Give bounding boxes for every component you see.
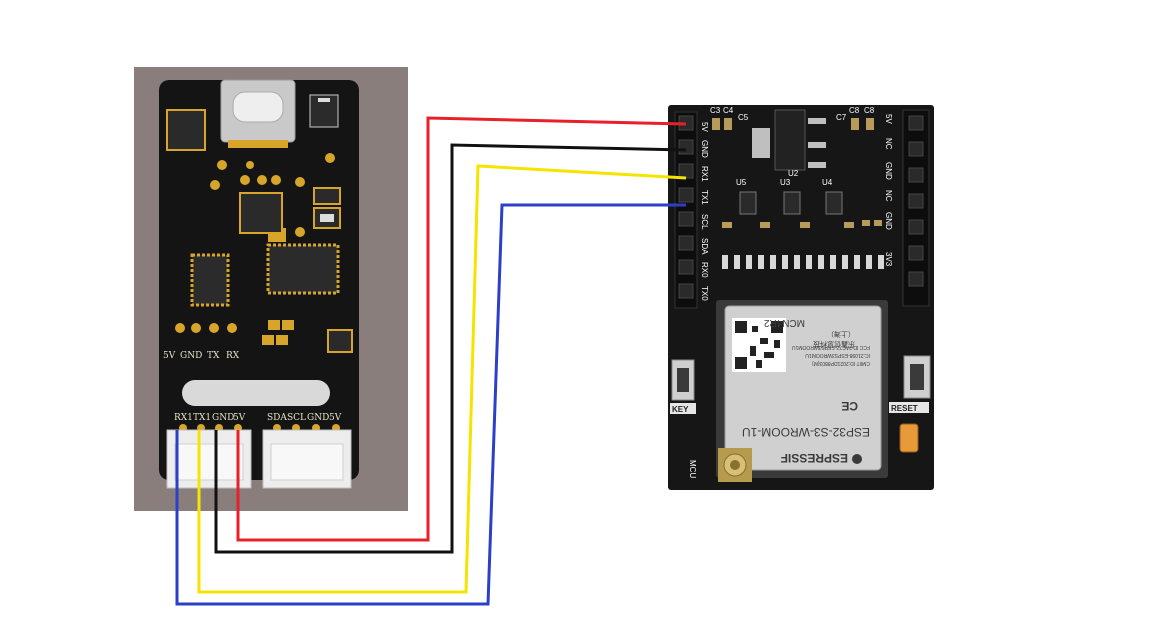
label-u2: U2 (788, 169, 799, 178)
header-label-5v: 5V (163, 351, 176, 361)
voltage-regulator (774, 109, 806, 171)
wire-gnd (214, 143, 687, 554)
mounting-slot (182, 380, 330, 406)
cap-label-c5: C5 (738, 113, 749, 122)
header-pads (175, 323, 237, 333)
led (899, 423, 919, 453)
rpin-label-nc1: NC (884, 138, 893, 150)
cap-label-c8a: C8 (849, 106, 860, 115)
cap-label-c8b: C8 (864, 106, 875, 115)
label-u5: U5 (736, 178, 747, 187)
wires (175, 116, 687, 606)
cap-label-c3: C3 (710, 106, 721, 115)
resistor-row (722, 255, 884, 269)
module-maker-cn: 乐鑫信息科技 (813, 340, 855, 349)
rpin-label-gnd1: GND (884, 162, 893, 180)
cap-label-c7: C7 (836, 113, 847, 122)
module-name: ESP32-S3-WROOM-1U (742, 425, 870, 439)
key-label: KEY (672, 405, 689, 414)
conn2-label-sda: SDA (267, 413, 287, 423)
pin-label-tx0: TX0 (700, 286, 709, 301)
right-header-labels: 5V NC GND NC GND 3V3 (884, 114, 893, 267)
pin-label-tx1: TX1 (700, 190, 709, 205)
label-u3: U3 (780, 178, 791, 187)
pin-label-5v: 5V (700, 122, 709, 132)
reset-button[interactable]: RESET (889, 355, 931, 413)
module-maker-cn2: （上海） (827, 330, 855, 339)
wire-tx (175, 203, 686, 606)
conn2-label-gnd: GND (307, 413, 329, 423)
conn1-label-tx1: TX1 (193, 413, 211, 423)
conn1-label-rx1: RX1 (174, 413, 193, 423)
rpin-label-nc2: NC (884, 190, 893, 202)
rpin-label-3v3: 3V3 (884, 252, 893, 267)
conn2-label-scl: SCL (287, 413, 306, 423)
i2c-connector (262, 424, 352, 489)
key-button[interactable]: KEY (670, 359, 696, 414)
module-brand: ESPRESSIF (781, 451, 848, 465)
left-header-labels: 5V GND RX1 TX1 SCL SDA RX0 TX0 (700, 122, 709, 301)
espressif-logo-icon (852, 454, 862, 464)
conn2-label-5v: 5V (329, 413, 342, 423)
conn1-label-gnd: GND (212, 413, 234, 423)
microcontroller-chip (190, 253, 230, 307)
ic-chip-small (166, 109, 206, 151)
module-cmiit: CMIIT ID:2021DP8803(M) (812, 360, 870, 366)
cap-label-c4: C4 (723, 106, 734, 115)
module-model: MCN4R2 (763, 317, 805, 328)
conn1-label-5v: 5V (233, 413, 246, 423)
header-label-tx: TX (207, 351, 220, 361)
header-label-gnd: GND (180, 351, 202, 361)
module-ic: IC:21098-ESPS3WROOM1U (805, 352, 870, 358)
ce-mark: CE (841, 399, 858, 413)
esp32-s3-board: 5V GND RX1 TX1 SCL SDA RX0 TX0 5V NC GND… (668, 105, 934, 490)
rpin-label-5v: 5V (884, 114, 893, 124)
mcu-label: MCU (688, 460, 697, 478)
pin-label-gnd: GND (700, 140, 709, 158)
header-label-rx: RX (226, 351, 240, 361)
rpin-label-gnd2: GND (884, 212, 893, 230)
antenna-connector (718, 448, 752, 482)
module-fcc: FCC ID:2AC7Z-ESPS3WROOM1U (792, 344, 870, 350)
pin-label-sda: SDA (700, 238, 709, 255)
qr-code (732, 318, 786, 372)
wire-5v (236, 116, 687, 542)
reset-label: RESET (891, 404, 918, 413)
controller-chip (266, 243, 340, 295)
label-u4: U4 (822, 178, 833, 187)
ic-chip-mid (239, 192, 283, 234)
pin-label-rx0: RX0 (700, 262, 709, 278)
pin-label-scl: SCL (700, 214, 709, 230)
wire-rx (197, 164, 687, 594)
left-pin-header (674, 111, 698, 309)
sensor-module: 5V GND TX RX RX1 TX1 GND 5V SDA SCL GND … (134, 67, 408, 511)
solder-pads (210, 153, 335, 345)
pin-label-rx1: RX1 (700, 166, 709, 182)
